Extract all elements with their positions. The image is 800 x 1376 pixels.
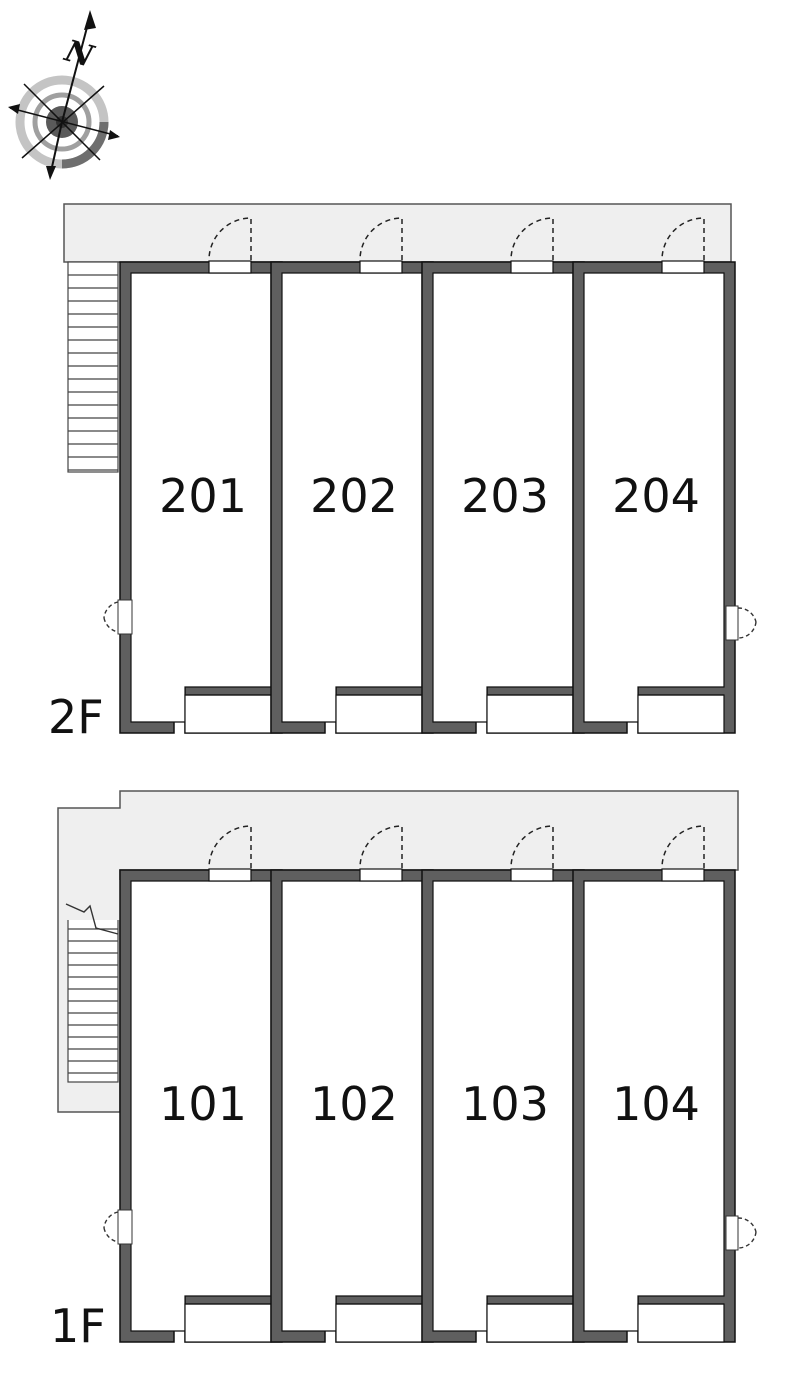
unit-202: 202 [270, 217, 434, 734]
door-203 [510, 260, 554, 274]
door-204 [661, 260, 705, 274]
corridor-2f [63, 203, 732, 263]
unit-203: 203 [421, 217, 585, 734]
compass-north-label: N [60, 33, 98, 75]
door-104 [661, 868, 705, 882]
unit-103: 103 [421, 825, 585, 1343]
door-103 [510, 868, 554, 882]
compass-rose-icon: N [8, 10, 120, 180]
side-door-right-2f [725, 605, 757, 641]
door-102 [359, 868, 403, 882]
side-door-right-1f [725, 1215, 757, 1251]
unit-number-102: 102 [310, 1077, 398, 1131]
unit-102: 102 [270, 825, 434, 1343]
stairs-1f [65, 880, 120, 1083]
unit-number-204: 204 [612, 469, 700, 523]
unit-number-201: 201 [159, 469, 247, 523]
floor-2f: 201 202 203 204 2F [48, 203, 757, 744]
floor-label-2f: 2F [48, 690, 104, 744]
unit-101: 101 [119, 825, 283, 1343]
door-202 [359, 260, 403, 274]
door-201 [208, 260, 252, 274]
side-door-left-1f [103, 1209, 133, 1245]
unit-number-101: 101 [159, 1077, 247, 1131]
door-101 [208, 868, 252, 882]
unit-number-104: 104 [612, 1077, 700, 1131]
unit-104: 104 [572, 825, 736, 1343]
floor-label-1f: 1F [50, 1299, 106, 1353]
unit-204: 204 [572, 217, 736, 734]
unit-number-202: 202 [310, 469, 398, 523]
unit-201: 201 [119, 217, 283, 734]
unit-number-203: 203 [461, 469, 549, 523]
floor-1f: 101 102 103 104 1F [50, 790, 757, 1353]
side-door-left-2f [103, 599, 133, 635]
unit-number-103: 103 [461, 1077, 549, 1131]
stairs-2f [67, 261, 119, 473]
